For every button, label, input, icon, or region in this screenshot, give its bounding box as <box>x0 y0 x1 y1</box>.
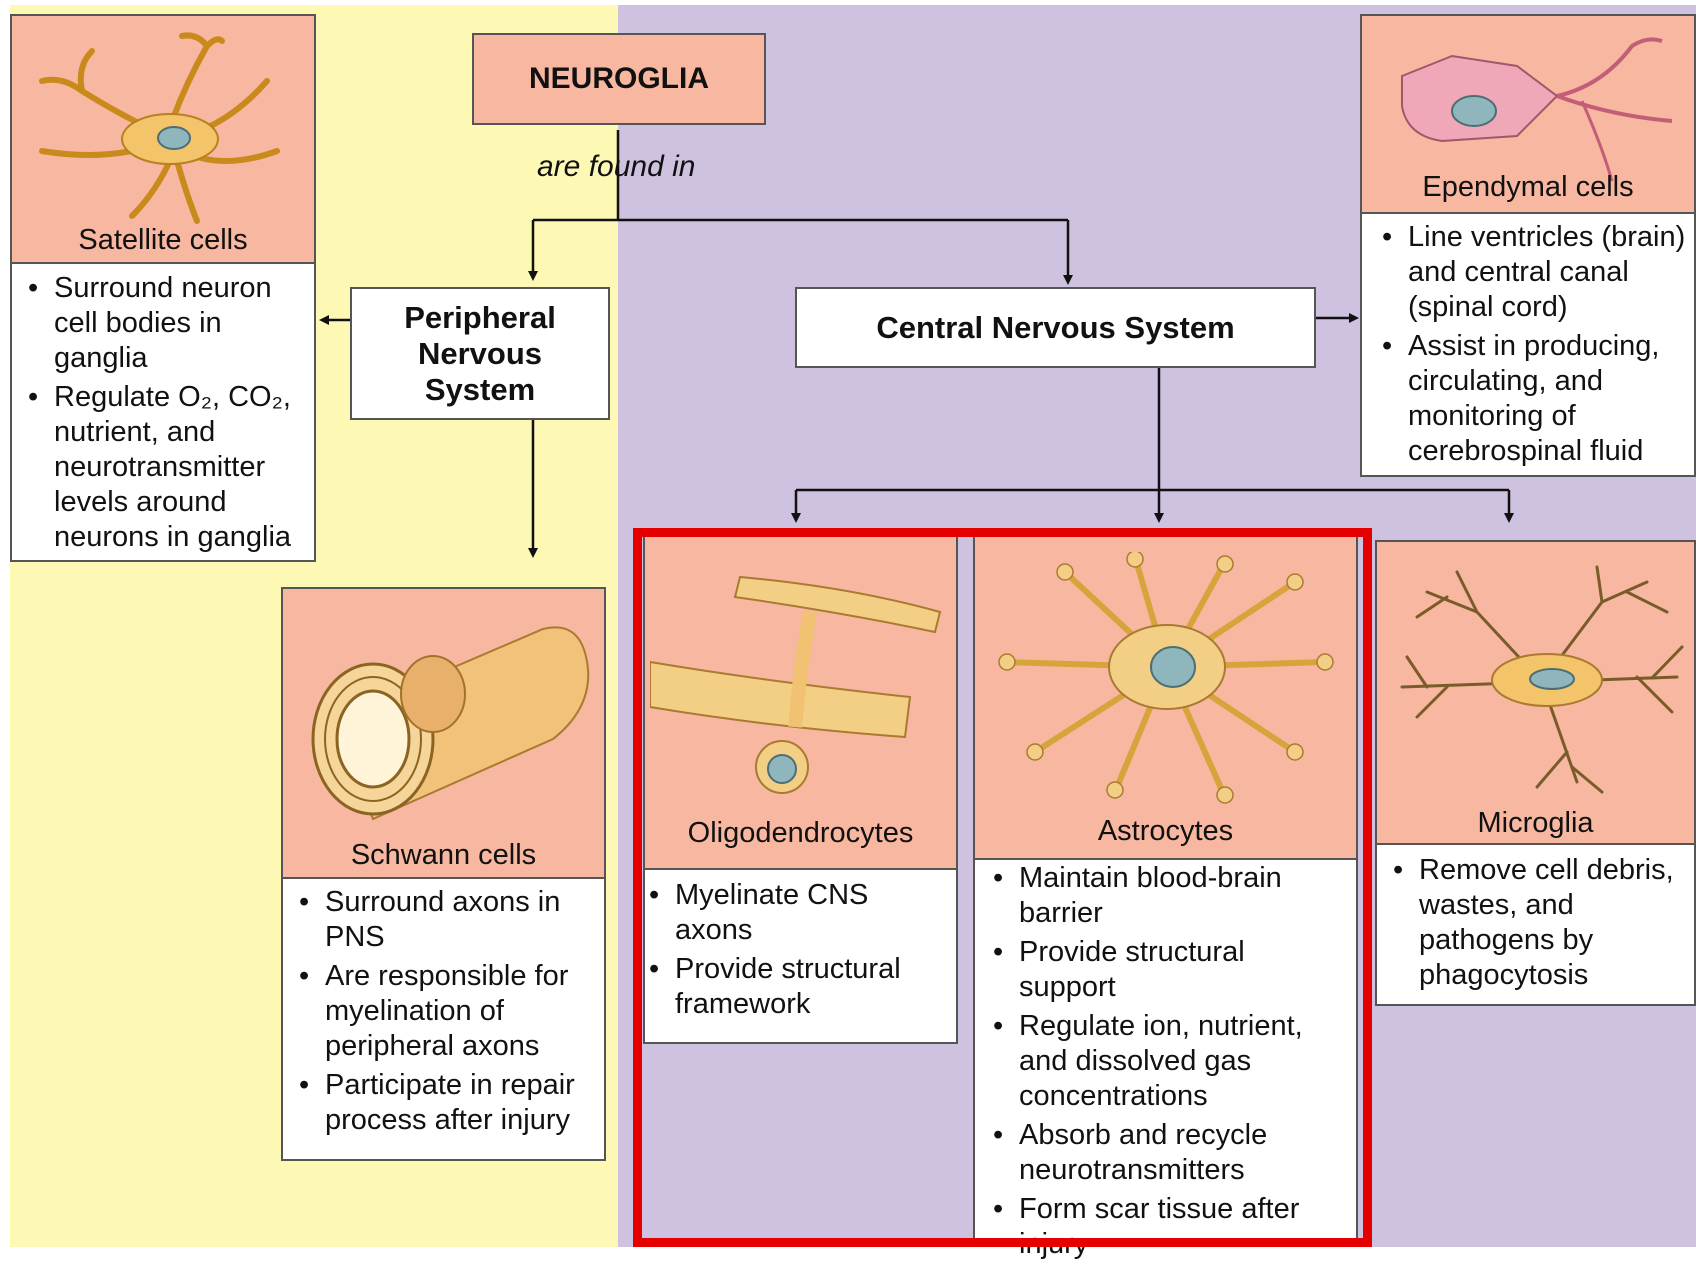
ependymal-bullet-1: Line ventricles (brain) and central cana… <box>1378 220 1694 325</box>
ependymal-bullet-2: Assist in producing, circulating, and mo… <box>1378 329 1694 469</box>
satellite-bullet-1: Surround neuron cell bodies in ganglia <box>24 271 312 376</box>
satellite-cells-description: Surround neuron cell bodies in ganglia R… <box>10 262 316 562</box>
microglia-bullet-1: Remove cell debris, wastes, and pathogen… <box>1389 853 1694 993</box>
microglia-panel: Microglia <box>1375 540 1696 845</box>
satellite-cells-label: Satellite cells <box>12 224 314 257</box>
satellite-cells-panel: Satellite cells <box>10 14 316 264</box>
ependymal-cell-illustration <box>1382 26 1696 186</box>
schwann-cells-description: Surround axons in PNS Are responsible fo… <box>281 877 606 1161</box>
pns-box: Peripheral Nervous System <box>350 287 610 420</box>
satellite-cell-illustration <box>22 21 308 231</box>
schwann-bullet-2: Are responsible for myelination of perip… <box>295 959 595 1064</box>
microglia-description: Remove cell debris, wastes, and pathogen… <box>1375 843 1696 1006</box>
ependymal-cells-description: Line ventricles (brain) and central cana… <box>1360 212 1696 477</box>
schwann-cells-panel: Schwann cells <box>281 587 606 879</box>
satellite-bullet-2: Regulate O₂, CO₂, nutrient, and neurotra… <box>24 380 312 555</box>
microglia-label: Microglia <box>1377 807 1694 840</box>
microglia-illustration <box>1387 552 1692 797</box>
neuroglia-title: NEUROGLIA <box>472 33 766 125</box>
schwann-bullet-3: Participate in repair process after inju… <box>295 1068 595 1138</box>
schwann-cell-illustration <box>293 599 598 829</box>
highlight-frame <box>633 528 1372 1247</box>
cns-box: Central Nervous System <box>795 287 1316 368</box>
ependymal-cells-label: Ependymal cells <box>1362 171 1694 204</box>
schwann-cells-label: Schwann cells <box>283 839 604 872</box>
connector-text: are found in <box>537 150 695 184</box>
schwann-bullet-1: Surround axons in PNS <box>295 885 595 955</box>
ependymal-cells-panel: Ependymal cells <box>1360 14 1696 214</box>
